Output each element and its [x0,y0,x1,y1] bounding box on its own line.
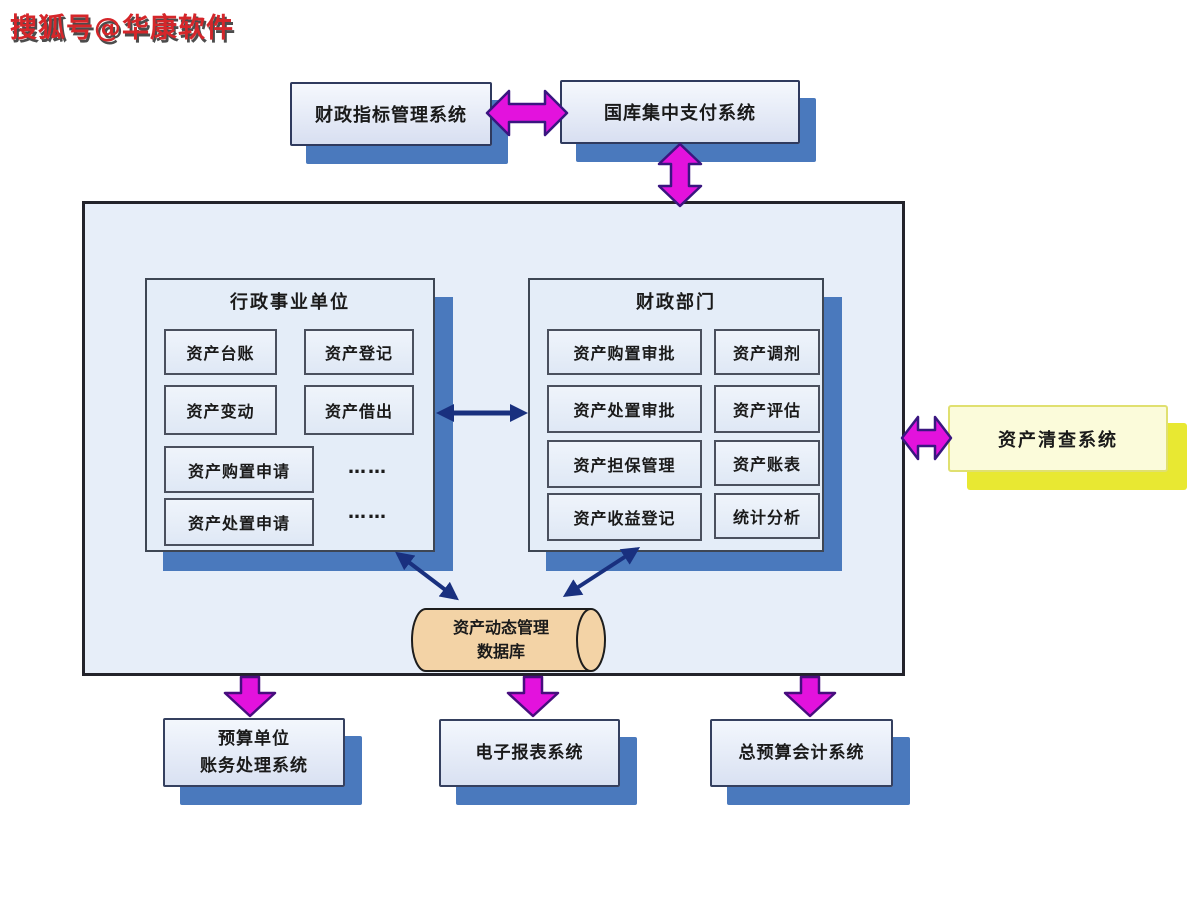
arrow-top-horizontal-double [485,89,569,137]
subbox-purchase-request: 资产购置申请 [164,446,314,493]
box-treasury-payment-system: 国库集中支付系统 [560,80,800,144]
panel-admin-unit-title: 行政事业单位 [230,292,350,313]
box-asset-inventory-label: 资产清查系统 [998,429,1118,451]
arrow-down-ereport [506,675,560,718]
subbox-asset-lend: 资产借出 [304,385,414,435]
database-cylinder-shape [411,608,606,672]
panel-admin-unit: 行政事业单位 资产台账 资产登记 资产变动 资产借出 资产购置申请 …… 资产处… [145,278,435,552]
box-budget-unit-accounting-system: 预算单位 账务处理系统 [163,718,345,787]
box-ereport-label: 电子报表系统 [475,742,584,763]
database-label: 资产动态管理 数据库 [416,607,586,673]
database-cylinder: 资产动态管理 数据库 [410,607,606,673]
arrow-down-total-budget [783,675,837,718]
subbox-disposal-request: 资产处置申请 [164,498,314,546]
panel-finance-dept: 财政部门 资产购置审批 资产调剂 资产处置审批 资产评估 资产担保管理 资产账表… [528,278,824,552]
subbox-income-register: 资产收益登记 [547,493,702,541]
box-budget-unit-line2: 账务处理系统 [200,755,308,776]
box-fiscal-index-label: 财政指标管理系统 [315,105,467,126]
arrow-treasury-vertical-double [657,142,703,208]
arrow-inventory-horizontal-double [900,415,953,461]
subbox-statistics: 统计分析 [714,493,820,539]
subbox-asset-ledger: 资产台账 [164,329,277,375]
ellipsis-dots-1: …… [348,456,388,478]
panel-finance-dept-title: 财政部门 [636,292,716,313]
subbox-asset-register: 资产登记 [304,329,414,375]
box-fiscal-index-system: 财政指标管理系统 [290,82,492,146]
ellipsis-dots-2: …… [348,501,388,523]
subbox-asset-change: 资产变动 [164,385,277,435]
subbox-disposal-approval: 资产处置审批 [547,385,702,433]
database-label-line2: 数据库 [476,642,525,661]
subbox-asset-evaluation: 资产评估 [714,385,820,433]
subbox-guarantee-mgmt: 资产担保管理 [547,440,702,488]
watermark-text: 搜狐号@华康软件 [10,13,234,44]
subbox-asset-allocation: 资产调剂 [714,329,820,375]
subbox-purchase-approval: 资产购置审批 [547,329,702,375]
database-label-line1: 资产动态管理 [452,618,549,637]
subbox-asset-statements: 资产账表 [714,440,820,486]
box-total-budget-label: 总预算会计系统 [738,742,865,763]
box-total-budget-accounting-system: 总预算会计系统 [710,719,893,787]
box-asset-inventory-system: 资产清查系统 [948,405,1168,472]
box-treasury-payment-label: 国库集中支付系统 [604,103,756,124]
box-ereport-system: 电子报表系统 [439,719,620,787]
box-budget-unit-line1: 预算单位 [218,729,290,750]
arrow-down-budget-unit [223,675,277,718]
